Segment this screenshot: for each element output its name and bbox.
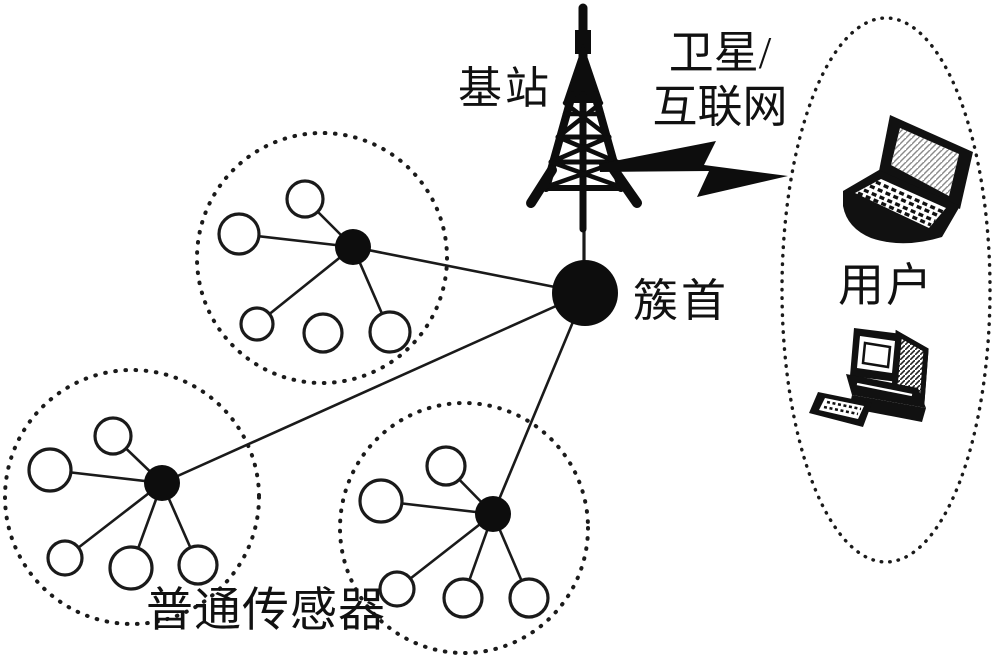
sensor-node [285, 179, 325, 219]
sensor-node [46, 539, 84, 577]
link-main-to-bottommiddle-head [491, 292, 587, 515]
satellite-internet-label: 卫星/ 互联网 [652, 28, 788, 132]
base-station-label: 基站 [458, 64, 552, 113]
sensor-node [239, 306, 275, 342]
backbone-links [161, 224, 587, 515]
desktop-computer-icon [809, 328, 929, 427]
laptop-icon [843, 115, 973, 244]
sensor-node [27, 447, 73, 493]
sensor-node [302, 312, 344, 354]
sensor-node [425, 445, 467, 487]
main-cluster-head-node [552, 260, 618, 326]
sensor-nodes [27, 179, 550, 619]
sensor-node [93, 416, 133, 456]
link-main-to-bottomleft-head [161, 291, 586, 485]
user-label: 用户 [838, 260, 934, 311]
cluster-head-label: 簇首 [633, 276, 730, 326]
sensor-node [442, 577, 484, 619]
lightning-bolt-icon [599, 141, 788, 197]
sensor-node [368, 310, 412, 354]
sensor-node [508, 577, 550, 619]
cluster-head-node [335, 229, 371, 265]
sensor-node [108, 545, 154, 591]
cluster-head-node [475, 496, 511, 532]
link-main-to-topleft-head [352, 245, 586, 295]
user-boundary-ellipse [780, 16, 992, 564]
sensor-node [217, 212, 261, 256]
cluster-head-nodes [144, 229, 511, 532]
cluster-head-node [144, 465, 180, 501]
cluster-boundary-bottom-left [3, 368, 261, 626]
sensor-node [378, 570, 416, 608]
cluster-boundary-bottom-middle [338, 401, 590, 655]
ordinary-sensor-label: 普通传感器 [146, 585, 386, 637]
sensor-node [358, 478, 404, 524]
radio-tower-icon [526, 3, 642, 233]
sensor-node [177, 544, 219, 586]
cluster-boundary-top-left [195, 131, 449, 385]
